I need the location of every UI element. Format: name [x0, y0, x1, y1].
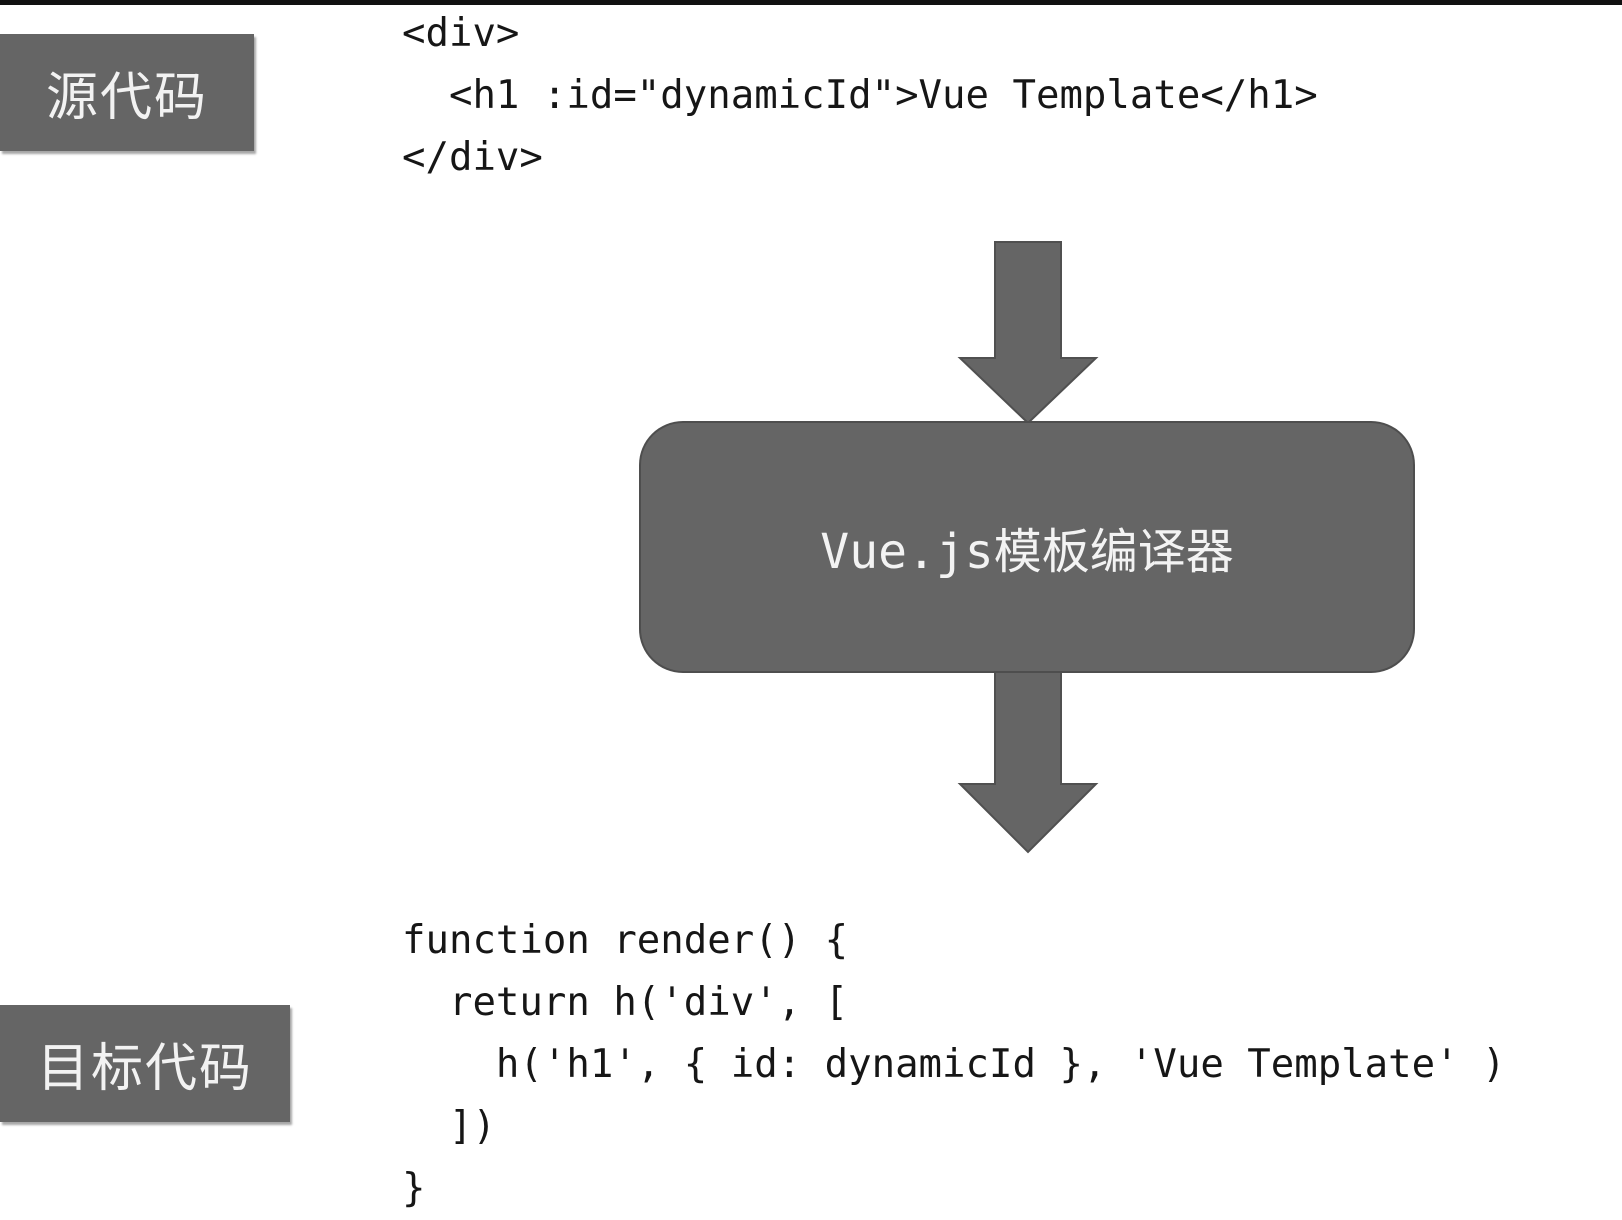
target-code-line: function render() { — [402, 918, 849, 963]
source-code-line: <h1 :id="dynamicId">Vue Template</h1> — [402, 73, 1318, 118]
arrow-down-icon-lower — [957, 670, 1099, 854]
target-code-line: h('h1', { id: dynamicId }, 'Vue Template… — [402, 1042, 1506, 1087]
source-code-block: <div> <h1 :id="dynamicId">Vue Template</… — [402, 3, 1318, 189]
source-code-line: </div> — [402, 135, 543, 180]
source-code-line: <div> — [402, 11, 520, 56]
target-code-line: } — [402, 1166, 426, 1211]
compiler-box: Vue.js模板编译器 — [641, 423, 1413, 671]
target-code-line: ]) — [402, 1104, 496, 1149]
target-code-block: function render() { return h('div', [ h(… — [402, 910, 1506, 1220]
target-code-line: return h('div', [ — [402, 980, 849, 1025]
arrow-down-icon-upper — [957, 241, 1099, 425]
top-border-line — [0, 0, 1622, 5]
source-code-label: 源代码 — [0, 34, 254, 151]
target-code-label: 目标代码 — [0, 1005, 290, 1122]
